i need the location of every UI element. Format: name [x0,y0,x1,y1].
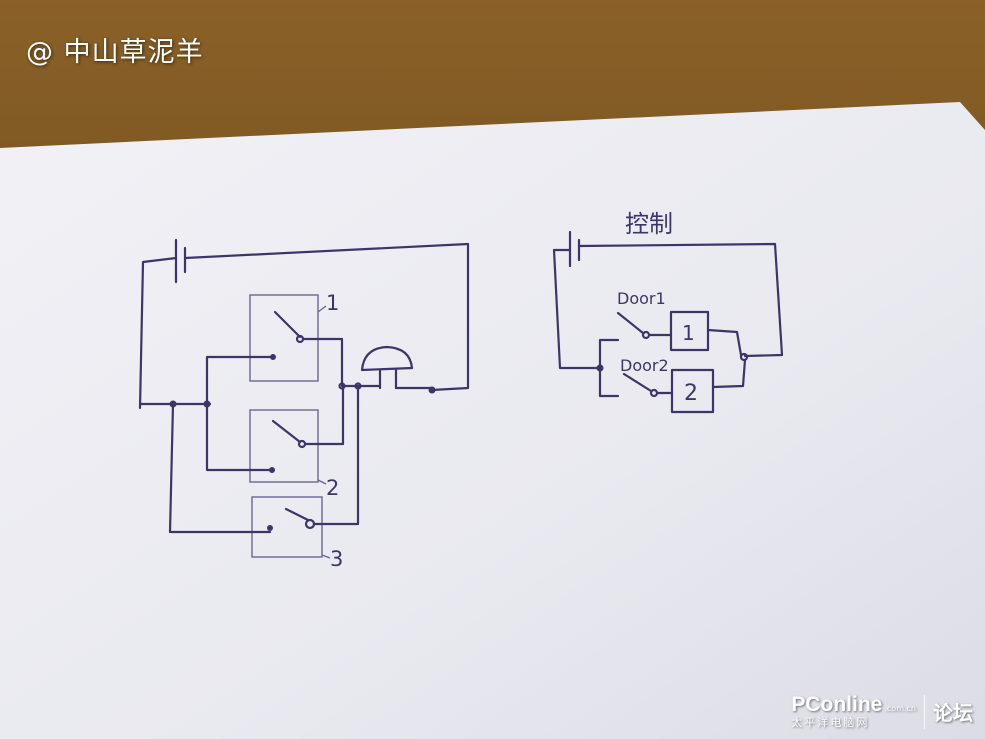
left-battery-symbol [174,238,187,284]
left-circuit: 1 2 3 [138,238,470,571]
switch-3 [251,496,323,558]
switch-3-label: 3 [330,547,343,571]
door-1-label: Door1 [617,289,666,308]
door-2-label: Door2 [620,356,669,375]
watermark-text: @ 中山草泥羊 [26,37,204,68]
logo-main: PConline.com.cn 太平洋电脑网 [791,693,916,730]
switch-1-label: 1 [326,291,339,315]
gate-2-label: 2 [684,381,698,406]
switch-2 [249,409,319,483]
right-battery-symbol [568,230,581,268]
site-logo: PConline.com.cn 太平洋电脑网 论坛 [791,693,973,730]
logo-subtitle: 太平洋电脑网 [791,716,870,729]
gate-1-label: 1 [682,321,695,345]
logo-brand: PConline [791,693,883,716]
switch-2-label: 2 [326,476,339,500]
logo-separator [924,694,925,729]
right-circuit: 控制 Door1 Door2 1 2 [552,210,784,414]
bell-symbol [360,345,434,390]
logo-forum: 论坛 [933,701,973,725]
gate-2-box [670,368,715,414]
logo-domain: .com.cn [884,704,916,713]
right-circuit-title: 控制 [625,210,673,238]
